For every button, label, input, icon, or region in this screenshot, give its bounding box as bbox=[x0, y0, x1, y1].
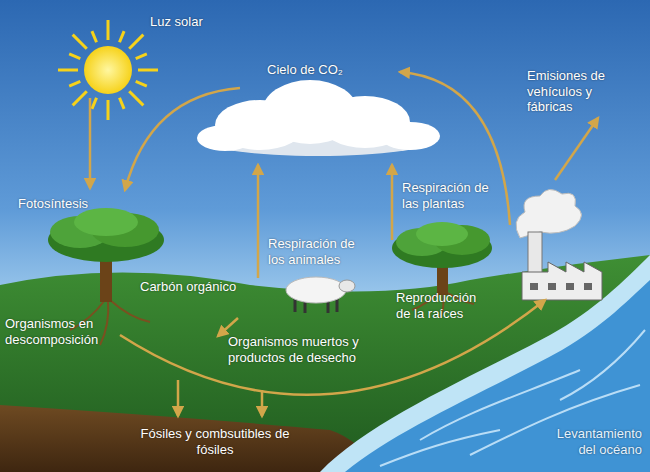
sunlight-label: Luz solar bbox=[150, 14, 240, 30]
sunlight-arrow bbox=[89, 98, 92, 188]
cloud bbox=[197, 80, 440, 156]
co2-sky-label: Cielo de CO₂ bbox=[250, 62, 360, 78]
co2-to-photosynthesis-arrow bbox=[125, 88, 240, 190]
sheep bbox=[286, 277, 355, 313]
organic-carbon-label: Carbón orgánico bbox=[140, 279, 245, 295]
plant-respiration-arc bbox=[400, 72, 510, 225]
sky bbox=[0, 0, 650, 300]
underground-arc bbox=[120, 300, 545, 395]
plant-respiration-arrow bbox=[391, 165, 394, 240]
ocean-shore bbox=[320, 255, 650, 472]
sun bbox=[58, 20, 158, 120]
soil bbox=[0, 405, 380, 472]
fossil-arrow-right bbox=[261, 390, 264, 416]
ocean-uplift-label: Levantamiento del océano bbox=[540, 426, 642, 457]
photosynthesis-label: Fotosíntesis bbox=[18, 196, 118, 212]
fossil-fuels-label: Fósiles y combsutibles de fósiles bbox=[130, 426, 300, 457]
root-reproduction-label: Reproducción de la raíces bbox=[396, 290, 491, 321]
factory bbox=[516, 189, 602, 300]
plant-respiration-label: Respiración de las plantas bbox=[402, 180, 497, 211]
organic-carbon-arrow bbox=[218, 318, 238, 336]
emissions-label: Emisiones de vehículos y fábricas bbox=[527, 68, 627, 115]
ocean bbox=[345, 280, 650, 472]
animal-respiration-label: Respiración de los animales bbox=[268, 236, 368, 267]
ground bbox=[0, 255, 650, 472]
dead-organisms-label: Organismos muertos y productos de desech… bbox=[228, 334, 378, 365]
fossil-arrow-left bbox=[177, 380, 180, 416]
ocean-streaks bbox=[380, 330, 645, 466]
flow-arrows bbox=[90, 72, 598, 416]
emissions-arrow bbox=[555, 118, 598, 180]
decomposers-label: Organismos en descomposición bbox=[5, 316, 110, 347]
animal-respiration-arrow bbox=[257, 165, 260, 278]
